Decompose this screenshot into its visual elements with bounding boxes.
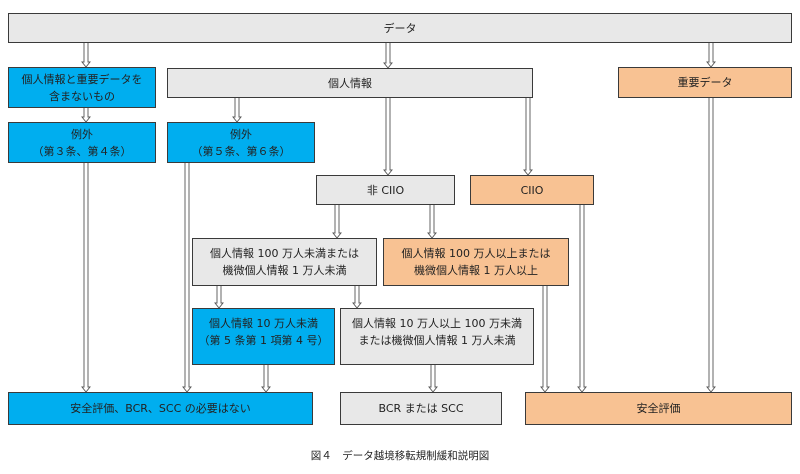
node-personal-info: 個人情報 — [167, 68, 533, 98]
node-no-need: 安全評価、BCR、SCC の必要はない — [8, 392, 313, 425]
node-label: 個人情報 10 万人以上 100 万未満 — [352, 317, 522, 330]
node-label: 重要データ — [677, 76, 733, 89]
node-over-1m: 個人情報 100 万人以上または 機微個人情報 1 万人以上 — [383, 238, 569, 286]
node-label: 個人情報 100 万人未満または — [210, 247, 359, 260]
arrow-ciio-to-security_assessment — [577, 205, 587, 393]
node-label: 例外 — [71, 127, 93, 141]
arrow-non_ciio-to-under_1m — [332, 205, 342, 239]
arrow-personal-to-exception_56 — [232, 98, 242, 123]
node-under-100k: 個人情報 10 万人未満 （第 5 条第 1 項第 4 号） — [192, 308, 335, 365]
arrow-data-to-no_personal — [81, 43, 91, 68]
node-ciio: CIIO — [470, 175, 594, 205]
arrow-exception_56-to-no_need — [182, 163, 192, 393]
arrow-exception_34-to-no_need — [81, 163, 91, 393]
node-label: （第 5 条第 1 項第 4 号） — [198, 334, 329, 347]
node-label: 個人情報 — [328, 76, 372, 90]
node-label: 安全評価 — [636, 402, 681, 415]
node-label: データ — [383, 21, 417, 35]
node-security-assessment: 安全評価 — [525, 392, 792, 425]
node-label: 個人情報 100 万人以上または — [401, 247, 551, 260]
figure-caption: 図４ データ越境移転規制緩和説明図 — [310, 450, 490, 462]
arrow-under_1m-to-under_100k — [214, 286, 224, 309]
node-non-ciio: 非 CIIO — [316, 175, 455, 205]
node-label: （第３条、第４条） — [32, 144, 132, 158]
node-label: 安全評価、BCR、SCC の必要はない — [70, 402, 251, 415]
node-under-1m: 個人情報 100 万人未満または 機微個人情報 1 万人未満 — [192, 238, 377, 286]
node-data: データ — [8, 13, 792, 43]
node-bcr-or-scc: BCR または SCC — [340, 392, 502, 425]
arrow-data-to-personal — [383, 43, 393, 69]
node-no-personal-or-important-data: 個人情報と重要データを 含まないもの — [8, 67, 156, 108]
node-label: 含まないもの — [49, 89, 115, 103]
arrow-over_1m-to-security_assessment — [540, 286, 550, 393]
arrow-important-to-security_assessment — [706, 98, 716, 393]
node-label: 機微個人情報 1 万人以上 — [414, 264, 538, 277]
arrow-no_personal-to-exception_34 — [81, 108, 91, 123]
node-label: 例外 — [230, 127, 252, 141]
arrow-non_ciio-to-over_1m — [427, 205, 437, 239]
node-exception-art3-4: 例外 （第３条、第４条） — [8, 122, 156, 163]
node-label: CIIO — [520, 183, 544, 197]
node-label: BCR または SCC — [378, 402, 464, 415]
node-label: 非 CIIO — [366, 183, 405, 197]
arrow-personal-to-ciio — [523, 98, 533, 176]
arrow-personal-to-non_ciio — [383, 98, 393, 176]
node-100k-to-1m: 個人情報 10 万人以上 100 万未満 または機微個人情報 1 万人未満 — [340, 308, 534, 365]
node-label: または機微個人情報 1 万人未満 — [358, 334, 516, 347]
node-label: 個人情報と重要データを — [21, 72, 143, 86]
arrow-under_1m-to-between — [352, 286, 362, 309]
arrow-under_100k-to-no_need — [261, 365, 271, 393]
arrow-data-to-important — [706, 43, 716, 68]
node-label: 機微個人情報 1 万人未満 — [222, 264, 347, 277]
node-label: （第５条、第６条） — [191, 144, 291, 158]
node-label: 個人情報 10 万人未満 — [209, 317, 318, 330]
node-important-data: 重要データ — [618, 67, 792, 98]
arrow-between-to-bcr_scc — [428, 365, 438, 393]
node-exception-art5-6: 例外 （第５条、第６条） — [167, 122, 315, 163]
